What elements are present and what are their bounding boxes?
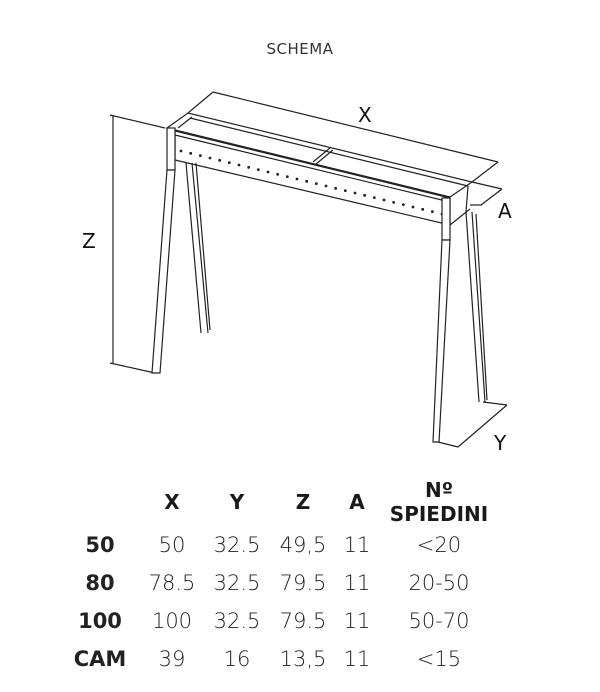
value-cell: 11 <box>343 647 371 671</box>
skewer-hole <box>353 191 357 195</box>
skewer-hole <box>343 189 347 193</box>
value-cell: 39 <box>158 647 186 671</box>
skewer-hole <box>218 158 222 162</box>
skewer-hole <box>285 175 289 179</box>
value-cell: 20-50 <box>408 571 470 595</box>
value-cell: 11 <box>343 571 371 595</box>
table-row: CAM 39 16 13,5 11 <15 <box>60 640 500 678</box>
table-header-row: X Y Z A Nº SPIEDINI <box>60 478 500 526</box>
skewer-hole <box>179 149 183 153</box>
front-left-leg <box>151 127 176 374</box>
value-cell: 32.5 <box>213 609 261 633</box>
value-cell: 32.5 <box>213 571 261 595</box>
model-cell: 100 <box>78 609 122 633</box>
skewer-hole <box>256 168 260 172</box>
y-label: Y <box>493 431 507 455</box>
model-cell: 80 <box>85 571 115 595</box>
model-cell: CAM <box>73 647 127 671</box>
skewer-hole <box>247 165 251 169</box>
skewer-hole <box>372 196 376 200</box>
value-cell: 32.5 <box>213 533 261 557</box>
skewer-hole <box>411 205 415 209</box>
x-label: X <box>358 103 372 127</box>
value-cell: 79.5 <box>279 609 327 633</box>
header-a: A <box>349 490 365 514</box>
header-z: Z <box>295 490 311 514</box>
skewer-hole <box>189 151 193 155</box>
table-row: 80 78.5 32.5 79.5 11 20-50 <box>60 564 500 602</box>
z-dimension <box>109 114 166 374</box>
dimensions-table: X Y Z A Nº SPIEDINI 50 50 32.5 49,5 11 <20 80 7… <box>60 478 500 678</box>
y-dimension <box>437 401 508 448</box>
skewer-hole <box>382 198 386 202</box>
a-dimension <box>470 181 503 206</box>
value-cell: 79.5 <box>279 571 327 595</box>
skewer-hole <box>266 170 270 174</box>
skewer-hole <box>276 172 280 176</box>
skewer-holes <box>179 149 444 216</box>
z-label: Z <box>82 229 96 253</box>
skewer-hole <box>421 207 425 211</box>
skewer-hole <box>363 193 367 197</box>
x-dimension <box>187 91 499 183</box>
skewer-hole <box>334 186 338 190</box>
skewer-hole <box>227 161 231 165</box>
schema-title: SCHEMA <box>266 40 334 58</box>
value-cell: 13,5 <box>279 647 327 671</box>
value-cell: 11 <box>343 533 371 557</box>
trough <box>165 112 474 226</box>
skewer-hole <box>314 182 318 186</box>
header-model <box>60 478 140 526</box>
skewer-hole <box>401 203 405 207</box>
value-cell: 50-70 <box>408 609 470 633</box>
value-cell: 100 <box>151 609 193 633</box>
header-y: Y <box>229 490 245 514</box>
skewer-hole <box>198 154 202 158</box>
skewer-hole <box>295 177 299 181</box>
value-cell: 49,5 <box>279 533 327 557</box>
skewer-hole <box>305 179 309 183</box>
a-label: A <box>498 199 512 223</box>
skewer-hole <box>237 163 241 167</box>
table-row: 50 50 32.5 49,5 11 <20 <box>60 526 500 564</box>
skewer-hole <box>324 184 328 188</box>
value-cell: 78.5 <box>148 571 196 595</box>
value-cell: <15 <box>416 647 462 671</box>
table-row: 100 100 32.5 79.5 11 50-70 <box>60 602 500 640</box>
back-right-leg <box>465 185 488 403</box>
header-skewers: Nº SPIEDINI <box>389 478 489 526</box>
skewer-hole <box>208 156 212 160</box>
front-right-leg <box>432 197 451 443</box>
skewer-hole <box>392 200 396 204</box>
model-cell: 50 <box>85 533 115 557</box>
value-cell: 16 <box>223 647 251 671</box>
value-cell: 11 <box>343 609 371 633</box>
skewer-hole <box>430 210 434 214</box>
back-left-leg <box>185 162 211 334</box>
barbecue-schematic: X Z A Y <box>82 91 512 455</box>
value-cell: 50 <box>158 533 186 557</box>
header-x: X <box>164 490 180 514</box>
value-cell: <20 <box>416 533 462 557</box>
